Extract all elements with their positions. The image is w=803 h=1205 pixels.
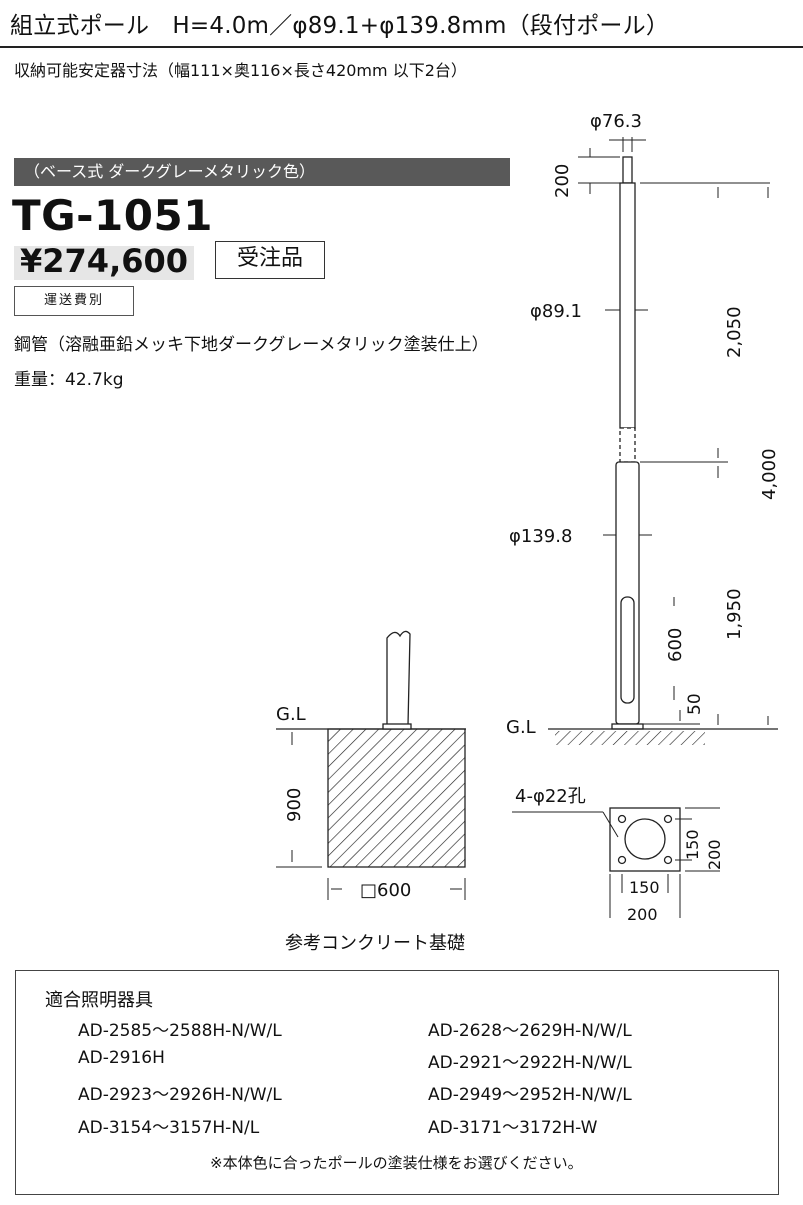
fixture-item: AD-2921～2922H-N/W/L <box>428 1053 632 1073</box>
pole-elevation <box>611 156 644 730</box>
pole-upper-shaft <box>619 182 636 429</box>
shipping-badge: 運送費別 <box>14 286 134 316</box>
pole-access-door <box>620 596 635 704</box>
dim-upper-diameter: φ89.1 <box>530 301 582 322</box>
compatible-fixtures-panel <box>15 970 779 1195</box>
base-type-bar: （ベース式 ダークグレーメタリック色） <box>14 158 510 186</box>
dim-total-height: 4,000 <box>759 448 780 500</box>
pole-lower-shaft <box>615 461 640 725</box>
dim-hole-pitch-horizontal: 150 <box>629 878 660 897</box>
pole-joint <box>619 427 636 463</box>
dim-lower-diameter: φ139.8 <box>509 526 572 547</box>
dim-plate-horizontal: 200 <box>627 905 658 924</box>
price: ¥274,600 <box>20 242 189 280</box>
pole-base-plate <box>611 723 644 730</box>
fixture-item: AD-2585～2588H-N/W/L <box>78 1021 282 1041</box>
price-background <box>14 246 194 280</box>
pole-top-tenon <box>622 156 633 184</box>
dim-plate-vertical: 200 <box>705 839 724 870</box>
dim-upper-length: 2,050 <box>724 306 745 358</box>
page-title: 組立式ポール H=4.0m／φ89.1+φ139.8mm（段付ポール） <box>10 13 670 39</box>
base-plate-holes: 4-φ22孔 <box>515 786 586 807</box>
weight-spec: 重量：42.7kg <box>14 370 124 390</box>
dim-door-height: 600 <box>665 628 686 662</box>
fixture-item: AD-2916H <box>78 1048 165 1068</box>
fixture-item: AD-3154～3157H-N/L <box>78 1118 260 1138</box>
dim-top-diameter: φ76.3 <box>590 111 642 132</box>
dim-foundation-depth: 900 <box>284 788 305 822</box>
dim-base-offset: 50 <box>685 693 705 715</box>
base-plate-dimensions <box>609 807 720 918</box>
title-divider <box>0 46 803 48</box>
order-badge: 受注品 <box>215 241 325 279</box>
base-plate-plan <box>512 807 681 872</box>
fixture-item: AD-3171～3172H-W <box>428 1118 598 1138</box>
ballast-note: 収納可能安定器寸法（幅111×奥116×長さ420mm 以下2台） <box>14 61 467 80</box>
dim-top-height: 200 <box>552 164 573 198</box>
dim-lower-length: 1,950 <box>724 588 745 640</box>
pole-ground-label: G.L <box>506 717 536 738</box>
dim-foundation-width: □600 <box>360 880 411 901</box>
foundation-caption: 参考コンクリート基礎 <box>285 933 465 954</box>
fixture-item: AD-2949～2952H-N/W/L <box>428 1085 632 1105</box>
fixture-item: AD-2628～2629H-N/W/L <box>428 1021 632 1041</box>
fixture-item: AD-2923～2926H-N/W/L <box>78 1085 282 1105</box>
ground-line <box>548 728 778 745</box>
material-spec: 鋼管（溶融亜鉛メッキ下地ダークグレーメタリック塗装仕上） <box>14 335 489 355</box>
compatible-fixtures-title: 適合照明器具 <box>45 990 153 1011</box>
paint-spec-note: ※本体色に合ったポールの塗装仕様をお選びください。 <box>210 1154 583 1172</box>
foundation-section <box>276 630 466 868</box>
pole-dimensions <box>578 137 770 725</box>
foundation-ground-label: G.L <box>276 704 306 725</box>
dim-hole-pitch-vertical: 150 <box>683 829 702 860</box>
model-number: TG-1051 <box>12 191 213 240</box>
foundation-dimensions <box>276 732 466 900</box>
